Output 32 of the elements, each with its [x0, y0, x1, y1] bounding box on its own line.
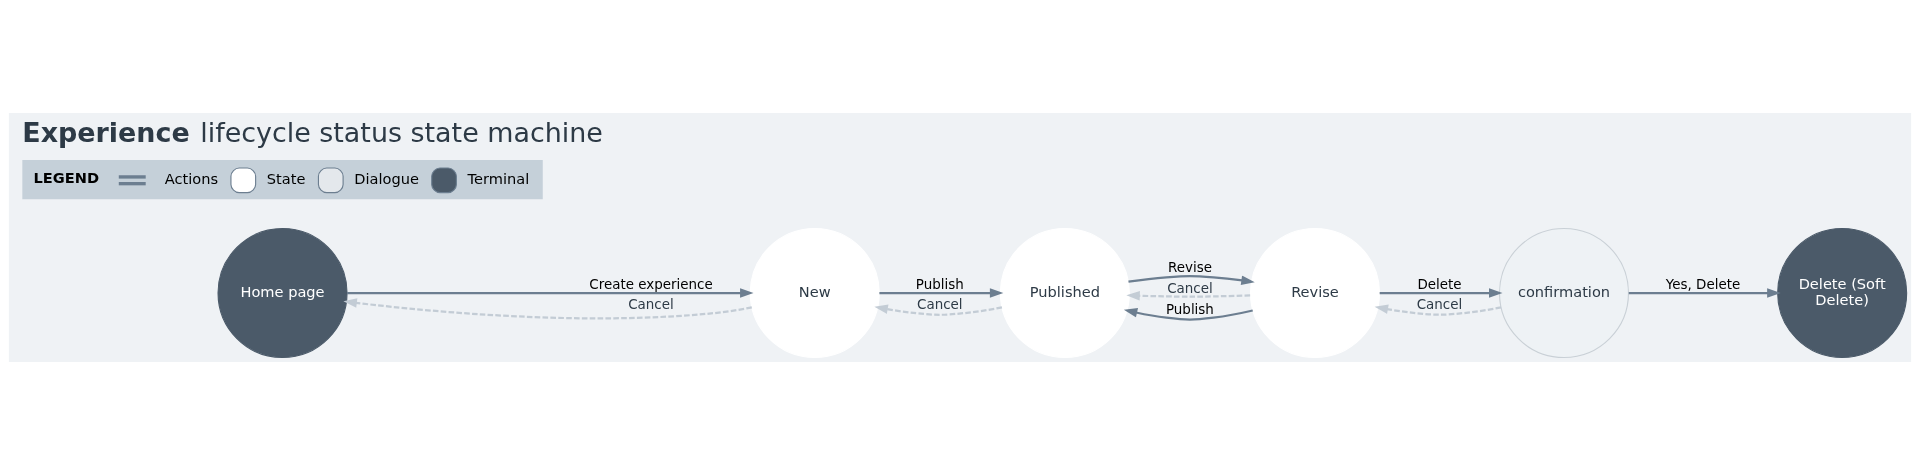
legend-label: Dialogue [354, 169, 419, 187]
node-circle: confirmation [1498, 227, 1630, 358]
node-circle: Home page [217, 227, 348, 358]
diagram-title: Experience lifecycle status state machine [22, 116, 603, 148]
edge-label: Cancel [1167, 280, 1213, 296]
arrow [879, 287, 1004, 298]
legend-label: Terminal [467, 169, 530, 187]
label: LEGEND [33, 168, 100, 186]
arrow [1379, 287, 1503, 298]
arrow [1126, 290, 1251, 300]
edge-label: Cancel [1416, 296, 1463, 312]
legend-label: Actions [164, 169, 219, 187]
arrow [347, 287, 754, 298]
arrow [1123, 307, 1253, 321]
arrow [1374, 304, 1502, 316]
edge-label: Revise [1167, 259, 1212, 275]
edge-label: Yes, Delete [1665, 276, 1741, 292]
node-circle: Published [999, 227, 1130, 358]
node-circle: New [749, 227, 880, 358]
edge-label: Cancel [628, 296, 674, 312]
arrow [1628, 287, 1781, 298]
edge-label: Delete [1417, 276, 1462, 292]
arrow [874, 304, 1003, 316]
node-circle: Revise [1249, 227, 1381, 358]
edge-label: Create experience [589, 276, 713, 292]
edge-label: Cancel [917, 296, 963, 312]
legend-label: State [266, 169, 306, 187]
edge-label: Publish [1165, 301, 1214, 317]
arrow [1128, 274, 1255, 285]
edge-label: Publish [915, 276, 964, 292]
node-circle: Delete (Soft Delete) [1777, 227, 1908, 358]
arrow [343, 297, 752, 319]
